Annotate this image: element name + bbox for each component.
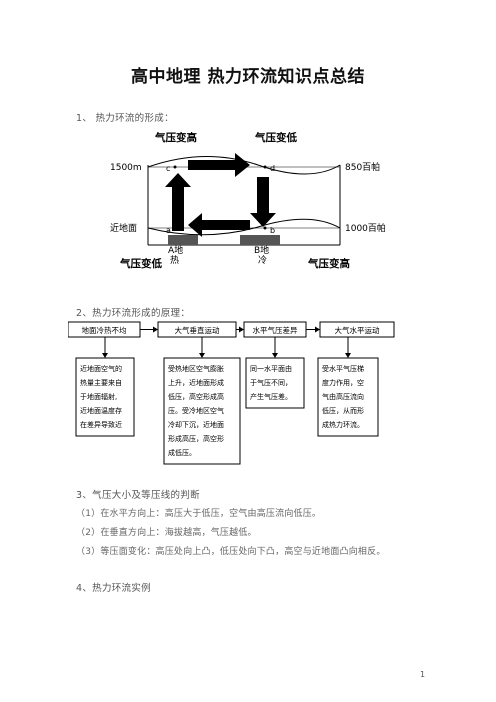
point-a-dot xyxy=(173,226,177,230)
left-arrow-lower xyxy=(188,213,250,237)
up-arrow xyxy=(165,173,191,231)
flow-header-text-1: 地面冷热不均 xyxy=(82,325,127,335)
section-heading-2: 2、热力环流形成的原理： xyxy=(76,308,191,319)
heat-circulation-diagram: c d a b 气压变高 气压变低 1500m 近地面 850百帕 1000百帕… xyxy=(110,131,386,270)
flow-detail-box-1 xyxy=(75,357,135,437)
flow-detail-line: 度力作用，空 xyxy=(322,378,364,387)
flow-detail-line: 压。受冷地区空气 xyxy=(168,406,224,415)
judgment-line-2: （2）在垂直方向上：海拔越高，气压越低。 xyxy=(76,528,257,538)
flow-detail-line: 在差异导致近 xyxy=(80,420,122,429)
point-c-label: c xyxy=(166,164,170,173)
judgment-line-1: （1）在水平方向上：高压大于低压，空气由高压流向低压。 xyxy=(76,509,322,519)
flow-detail-line: 形成高压，高空形 xyxy=(168,434,224,443)
flow-detail-line: 产生气压差。 xyxy=(250,392,292,401)
section-heading-4: 4、热力环流实例 xyxy=(76,583,151,594)
flow-detail-line: 近地面空气的 xyxy=(80,364,122,373)
page-number: 1 xyxy=(420,670,426,679)
pressure-high-label: 850百帕 xyxy=(345,161,380,173)
point-d-label: d xyxy=(270,164,275,173)
point-b-label: b xyxy=(270,226,275,235)
altitude-ground-label: 近地面 xyxy=(110,222,137,234)
flow-detail-line: 上升，近地面形成 xyxy=(168,378,224,387)
flow-detail-line: 成热力环流。 xyxy=(322,420,364,429)
judgment-line-3: （3）等压面变化：高压处向上凸，低压处向下凸，高空与近地面凸向相反。 xyxy=(76,547,386,557)
section-heading-1: 1、 热力环流的形成： xyxy=(76,113,174,124)
flow-detail-line: 热量主要来自 xyxy=(80,378,122,387)
altitude-high-label: 1500m xyxy=(110,163,142,173)
flow-detail-line: 低压，高空形成高 xyxy=(168,392,224,401)
flow-detail-line: 于地面辐射, xyxy=(80,392,117,401)
flow-detail-line: 气由高压流向 xyxy=(322,392,364,401)
flow-header-box-4 xyxy=(319,321,395,338)
point-c-dot xyxy=(173,165,177,169)
flow-header-text-3: 水平气压差异 xyxy=(253,325,298,335)
flow-header-text-2: 大气垂直运动 xyxy=(175,325,220,335)
flow-detail-box-2 xyxy=(163,357,241,465)
flow-detail-line: 低压，从而形 xyxy=(322,406,364,415)
pressure-ground-label: 1000百帕 xyxy=(345,222,386,234)
label-bottom-left: 气压变低 xyxy=(119,257,162,270)
point-d-dot xyxy=(263,165,267,169)
flow-detail-box-3 xyxy=(245,357,305,409)
flow-detail-box-4 xyxy=(317,357,379,437)
point-a-label: a xyxy=(166,226,171,235)
page-title: 高中地理 热力环流知识点总结 xyxy=(131,67,365,87)
place-b-label: B地 xyxy=(254,244,269,256)
flow-detail-line: 于气压不同， xyxy=(250,378,292,387)
temp-b-label: 冷 xyxy=(258,254,267,266)
label-top-right: 气压变低 xyxy=(254,131,297,144)
flow-detail-line: 近地面温度存 xyxy=(80,406,122,415)
label-bottom-right: 气压变高 xyxy=(307,257,350,270)
right-arrow-upper xyxy=(188,153,250,177)
ground-hatch-a xyxy=(168,235,198,245)
place-a-label: A地 xyxy=(168,244,183,256)
ground-hatch-b xyxy=(240,235,280,245)
flow-detail-line: 受热地区空气膨胀 xyxy=(168,364,224,373)
flow-detail-line: 成低压。 xyxy=(168,448,196,457)
upper-isobar-curve xyxy=(147,155,341,175)
flow-header-text-4: 大气水平运动 xyxy=(335,325,380,335)
point-b-dot xyxy=(263,226,267,230)
section-heading-3: 3、气压大小及等压线的判断 xyxy=(76,490,200,501)
flow-detail-line: 冷却下沉，近地面 xyxy=(168,420,224,429)
lower-isobar-curve xyxy=(147,218,341,236)
temp-a-label: 热 xyxy=(170,254,179,266)
label-top-left: 气压变高 xyxy=(154,131,197,144)
flow-detail-line: 同一水平面由 xyxy=(250,364,292,373)
down-arrow xyxy=(250,177,276,227)
flow-detail-line: 受水平气压梯 xyxy=(322,364,364,373)
